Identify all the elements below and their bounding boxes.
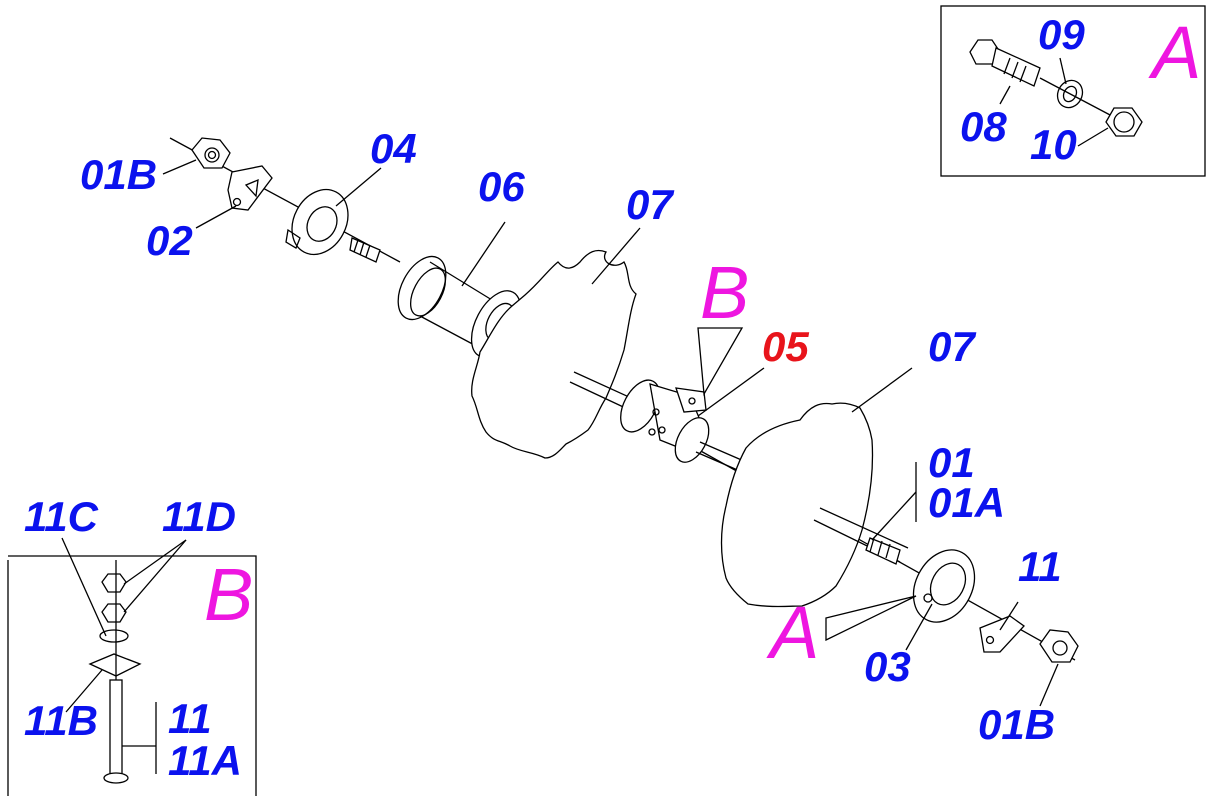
- detail-b-leader-11d-2: [123, 539, 187, 613]
- leader-01b-top: [162, 159, 197, 175]
- leader-03: [905, 603, 933, 651]
- detail-a-leader-10: [1077, 127, 1109, 147]
- detail-b-washer-11c: [99, 629, 129, 643]
- label-01b-bottom: 01B: [978, 701, 1056, 748]
- leader-04: [335, 167, 382, 207]
- detail-b-label-11a: 11A: [168, 737, 242, 784]
- leader-02: [195, 205, 237, 229]
- drawing-lines: [7, 5, 1206, 796]
- washer-plate-11: [979, 615, 1025, 653]
- detail-b-label-11: 11: [168, 695, 212, 742]
- label-04: 04: [370, 125, 417, 172]
- detail-b-leader-11b: [65, 669, 103, 713]
- label-11: 11: [1018, 543, 1062, 590]
- label-07-right: 07: [928, 323, 975, 370]
- leader-01a: [871, 491, 917, 541]
- scalloped-disc-07-left: [471, 249, 637, 459]
- leader-11: [999, 601, 1019, 631]
- shaft-01: [813, 507, 909, 565]
- detail-b-letter: B: [204, 553, 254, 636]
- leader-01b-bottom: [1039, 663, 1059, 707]
- detail-a-leader-08: [999, 85, 1011, 105]
- threaded-stub: [349, 237, 381, 263]
- label-01: 01: [928, 439, 975, 486]
- nut-01b-top: [191, 137, 231, 169]
- detail-a-letter: A: [1152, 11, 1202, 94]
- label-07-left: 07: [626, 181, 673, 228]
- detail-b-leader-11d-1: [123, 539, 187, 585]
- leader-06: [461, 221, 506, 287]
- leader-07-right: [851, 367, 913, 413]
- callout-b-arrow: [697, 327, 744, 397]
- detail-a-nut-10: [1105, 107, 1143, 137]
- leader-07-left: [591, 227, 641, 285]
- detail-a-label-09: 09: [1038, 11, 1085, 58]
- label-05: 05: [762, 323, 809, 370]
- bearing-flange-04: [285, 188, 349, 256]
- detail-b-frame: [7, 555, 257, 796]
- callout-letter-b: B: [700, 251, 750, 334]
- detail-b-nuts-11d: [101, 573, 127, 623]
- detail-a-axis: [1039, 77, 1113, 117]
- detail-b-plate-11b: [88, 653, 142, 677]
- detail-a-label-08: 08: [960, 103, 1007, 150]
- label-03: 03: [864, 643, 911, 690]
- detail-a-bolt-08: [969, 39, 1041, 87]
- detail-b-leader-11c: [61, 537, 107, 637]
- detail-b-label-11b: 11B: [24, 697, 98, 744]
- label-01a: 01A: [928, 479, 1006, 526]
- detail-a-leader-09: [1059, 57, 1067, 85]
- callout-letter-a: A: [770, 591, 820, 674]
- detail-b-bolt-11: [103, 679, 129, 784]
- hub-assembly-05: [620, 379, 710, 463]
- scalloped-disc-07-right: [720, 402, 874, 608]
- detail-a-label-10: 10: [1030, 121, 1077, 168]
- detail-a-frame: [940, 5, 1206, 177]
- label-02: 02: [146, 217, 193, 264]
- label-06: 06: [478, 163, 525, 210]
- detail-b-label-11d: 11D: [162, 493, 236, 540]
- bearing-flange-03: [912, 549, 976, 623]
- detail-b-label-11c: 11C: [24, 493, 98, 540]
- label-01b-top: 01B: [80, 151, 158, 198]
- callout-a-arrow: [825, 595, 917, 642]
- nut-01b-bottom: [1039, 629, 1079, 663]
- washer-plate-02: [227, 165, 273, 211]
- leader-05: [697, 367, 765, 417]
